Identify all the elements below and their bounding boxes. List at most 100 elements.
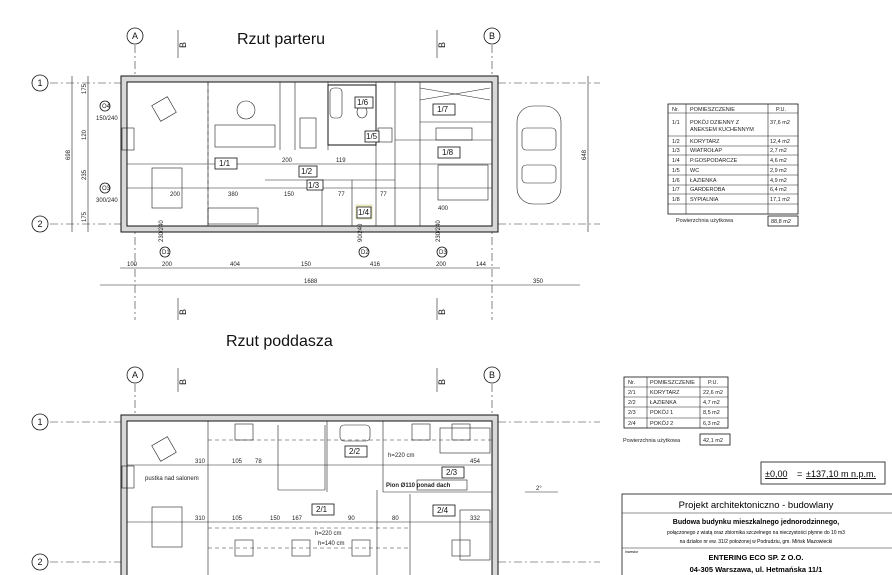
table-cell: KORYTARZ [690, 139, 720, 145]
room-tag: 2/2 [349, 447, 361, 456]
desk-icon [435, 127, 473, 141]
table-cell: 4,6 m2 [770, 158, 787, 164]
table-header: POMIESZCZENIE [690, 107, 735, 113]
window-size: 230/240 [159, 220, 165, 242]
axis-label-a: A [132, 370, 138, 380]
void-note: pustka nad salonem [145, 476, 199, 482]
room-tags: 1/1 1/2 1/3 1/4 1/5 1/6 1/7 1/8 [214, 96, 461, 219]
section-label: B [178, 309, 188, 315]
svg-text:350: 350 [533, 279, 544, 285]
room-tag: 1/3 [308, 181, 320, 190]
bed-icon [437, 164, 489, 201]
dining-table-icon [151, 167, 183, 209]
elevation-absolute: ±137,10 m n.p.m. [806, 469, 876, 479]
table-cell: 1/2 [672, 139, 680, 145]
table-cell: WC [690, 168, 699, 174]
svg-text:150: 150 [301, 262, 312, 268]
svg-text:100: 100 [127, 262, 138, 268]
axis-label-1: 1 [37, 417, 42, 427]
svg-text:235: 235 [82, 169, 88, 180]
project-subject: Budowa budynku mieszkalnego jednorodzinn… [673, 519, 840, 526]
table-cell: 2/4 [628, 421, 636, 427]
elevation-zero: ±0,00 [765, 469, 787, 479]
project-title: Projekt architektoniczno - budowlany [679, 500, 834, 511]
axis-label-b: B [489, 370, 495, 380]
table-cell: 8,5 m2 [703, 410, 720, 416]
svg-text:200: 200 [436, 262, 447, 268]
axis-marker-a [126, 27, 144, 45]
table-cell: 1/8 [672, 197, 680, 203]
table-header: POMIESZCZENIE [650, 380, 695, 386]
table-cell: ŁAZIENKA [690, 178, 717, 184]
table-cell: 1/5 [672, 168, 680, 174]
armchair-icon [151, 96, 177, 122]
axis-label-1: 1 [37, 78, 42, 88]
table-cell: GARDEROBA [690, 187, 725, 193]
fireplace-icon [121, 465, 135, 489]
svg-text:175: 175 [82, 83, 88, 94]
table-cell: 1/6 [672, 178, 680, 184]
dimension-label: 105 [232, 516, 243, 522]
dimension-line-left: 175 120 698 235 175 648 [66, 76, 589, 232]
elevation-reference: ±0,00 = ±137,10 m n.p.m. [760, 461, 886, 485]
axis-marker-2 [31, 215, 49, 233]
dimension-label: 200 [170, 192, 181, 198]
total-label: Powierzchnia użytkowa [623, 438, 681, 444]
svg-text:648: 648 [582, 149, 588, 160]
table-header: P.U. [776, 107, 786, 113]
desk-icon [416, 479, 468, 491]
bathtub-icon [339, 424, 371, 442]
room-tag: 2/1 [316, 505, 328, 514]
roof-slope-label: 2° [536, 486, 542, 492]
section-label: B [178, 42, 188, 48]
table-cell: SYPIALNIA [690, 197, 719, 203]
elevation-equals: = [797, 469, 802, 479]
table-cell: 1/4 [672, 158, 680, 164]
attic-title: Rzut poddasza [226, 333, 333, 350]
dimension-label: 150 [270, 516, 281, 522]
table-cell: 1/7 [672, 187, 680, 193]
table-cell: WIATROŁAP [690, 148, 722, 154]
investor-company: ENTERING ECO SP. Z O.O. [709, 553, 804, 562]
window-size: 300/240 [96, 198, 118, 204]
height-note: h=140 cm [318, 541, 345, 547]
table-cell: 17,1 m2 [770, 197, 790, 203]
room-tags: 2/1 2/2 2/3 2/4 [311, 445, 465, 517]
interior-area [126, 81, 493, 227]
dimension-label: 90 [348, 516, 355, 522]
armchair-icon [151, 436, 177, 462]
kitchen-counter-icon [207, 207, 259, 225]
table-cell: 1/1 [672, 120, 680, 126]
table-cell: ŁAZIENKA [650, 400, 677, 406]
roof-windows [234, 423, 471, 557]
table-cell: P.GOSPODARCZE [690, 158, 738, 164]
dimension-label: 380 [228, 192, 239, 198]
svg-text:175: 175 [82, 211, 88, 222]
investor-address: 04-305 Warszawa, ul. Hetmańska 11/1 [690, 565, 823, 574]
sofa-icon [214, 124, 276, 148]
bathtub-icon [329, 87, 343, 119]
room-tag: 1/1 [219, 159, 231, 168]
window-tag: D1 [162, 250, 170, 256]
table-cell: 1/3 [672, 148, 680, 154]
total-label: Powierzchnia użytkowa [676, 218, 734, 224]
total-value: 88,8 m2 [771, 219, 791, 225]
window-tag: D3 [439, 250, 447, 256]
table-cell: POKÓJ 2 [650, 420, 673, 427]
ground-floor-plan: Rzut parteru A B 1 2 B B B B [31, 27, 600, 320]
height-note: h=220 cm [315, 531, 342, 537]
table-cell: 2,9 m2 [770, 168, 787, 174]
svg-text:1688: 1688 [304, 279, 318, 285]
table-cell: POKÓJ 1 [650, 409, 673, 416]
title-block: Projekt architektoniczno - budowlany Bud… [621, 493, 892, 575]
svg-text:698: 698 [66, 149, 72, 160]
ground-floor-title: Rzut parteru [237, 31, 325, 48]
table-cell: 2/3 [628, 410, 636, 416]
car-icon [516, 105, 562, 205]
window-tag: O3 [102, 186, 111, 192]
dimension-label: 80 [392, 516, 399, 522]
dimension-label: 310 [195, 516, 206, 522]
room-tag: 1/4 [358, 208, 370, 217]
